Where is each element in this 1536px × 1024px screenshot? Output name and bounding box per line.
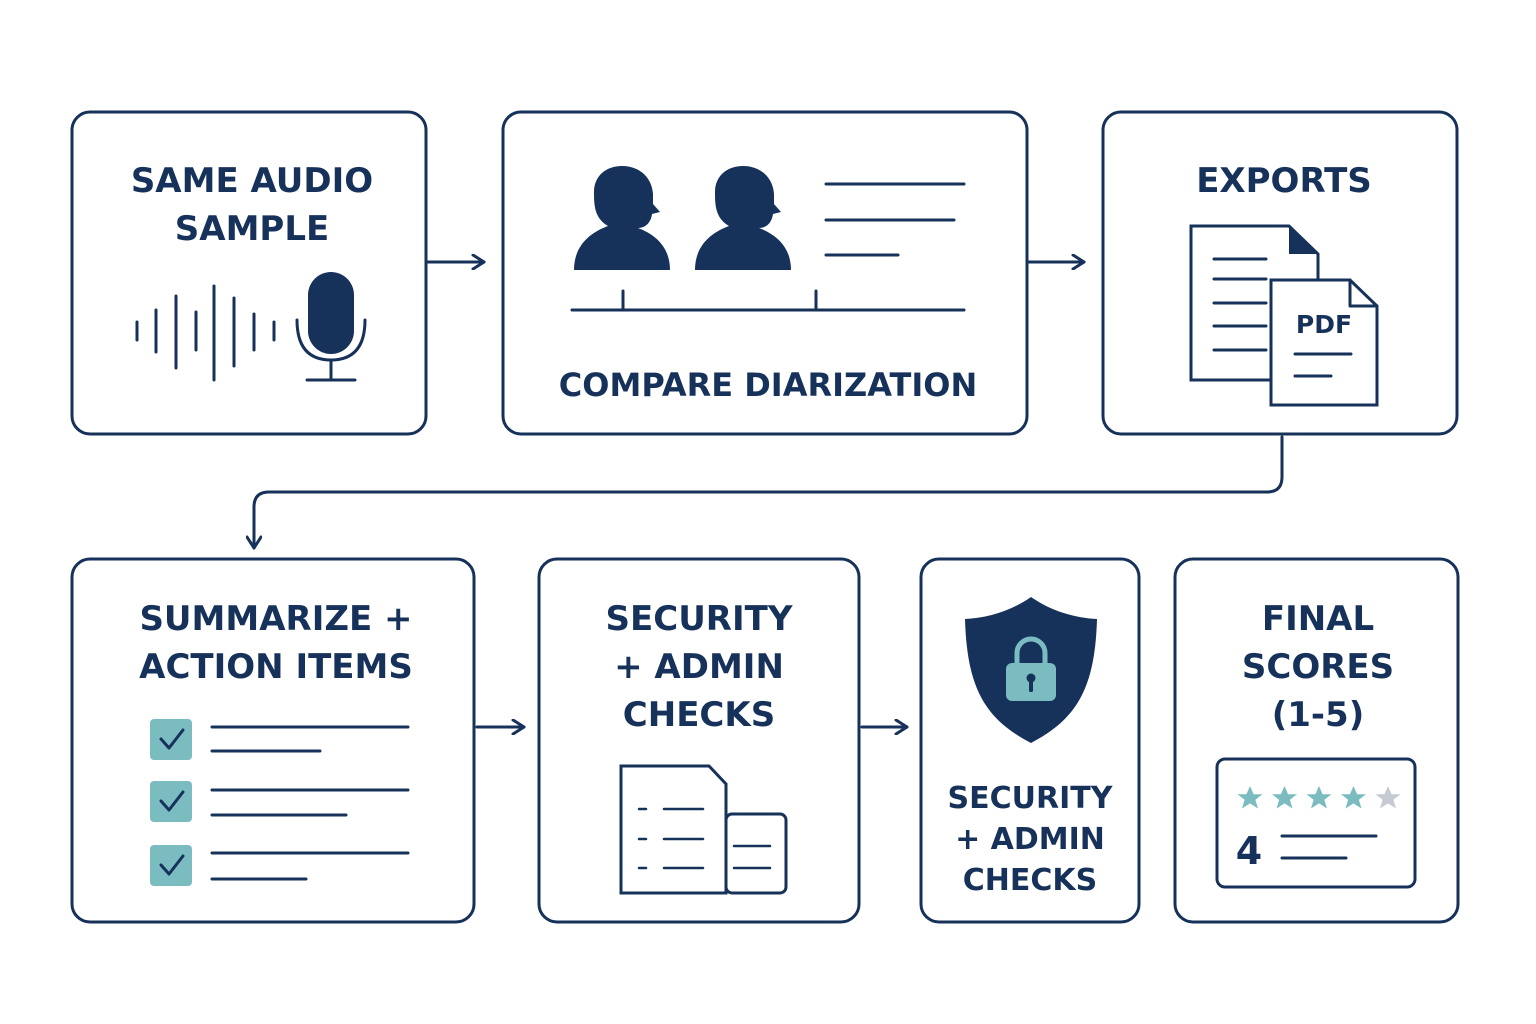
checklist [150,719,410,886]
node-compare-diarization: COMPARE DIARIZATION [501,110,1029,436]
score-card: 4 [1215,757,1417,889]
node-audio-title-line1: SAME AUDIO [131,161,373,201]
checklist-item [150,781,410,822]
score-value: 4 [1236,829,1262,873]
speaker-icon [695,166,791,270]
node-summarize-title-line2: ACTION ITEMS [139,647,413,687]
node-exports-title: EXPORTS [1196,161,1372,201]
node-security-admin-title-line2: + ADMIN [614,647,784,687]
node-security-admin-title-line3: CHECKS [623,695,775,735]
waveform-icon [135,284,276,382]
shield-lock-icon [965,597,1097,743]
checklist-item [150,845,410,886]
node-final-scores-title-line3: (1-5) [1272,695,1365,735]
node-summarize-action-items: SUMMARIZE + ACTION ITEMS [70,557,476,924]
checkbox-icon [150,845,192,886]
node-final-scores: FINAL SCORES (1-5) 4 [1173,557,1460,924]
node-security-shield-title-line2: + ADMIN [955,822,1105,857]
transcript-lines [824,182,966,257]
node-same-audio-sample: SAME AUDIO SAMPLE [70,110,428,436]
pdf-label: PDF [1296,310,1352,339]
checklist-item [150,719,410,760]
node-security-shield-title-line3: CHECKS [963,863,1098,898]
timeline-icon [570,289,966,312]
checkbox-icon [150,781,192,822]
pdf-file-icon: PDF [1269,278,1379,407]
node-security-shield-title-line1: SECURITY [948,781,1114,816]
node-security-shield: SECURITY + ADMIN CHECKS [919,557,1141,924]
documents-icon [619,764,788,895]
connectors [254,262,1284,727]
speaker-icon [574,166,670,270]
node-security-admin-title-line1: SECURITY [606,599,793,639]
node-security-admin-checks: SECURITY + ADMIN CHECKS [537,557,861,924]
node-final-scores-title-line1: FINAL [1262,599,1374,639]
node-summarize-title-line1: SUMMARIZE + [139,599,412,639]
node-audio-title-line2: SAMPLE [175,209,329,249]
checkbox-icon [150,719,192,760]
node-exports: EXPORTS PDF [1101,110,1459,436]
node-final-scores-title-line2: SCORES [1242,647,1394,687]
microphone-icon [295,272,367,382]
arrow-exports-to-summarize [254,435,1284,550]
node-diarization-title: COMPARE DIARIZATION [559,366,977,404]
